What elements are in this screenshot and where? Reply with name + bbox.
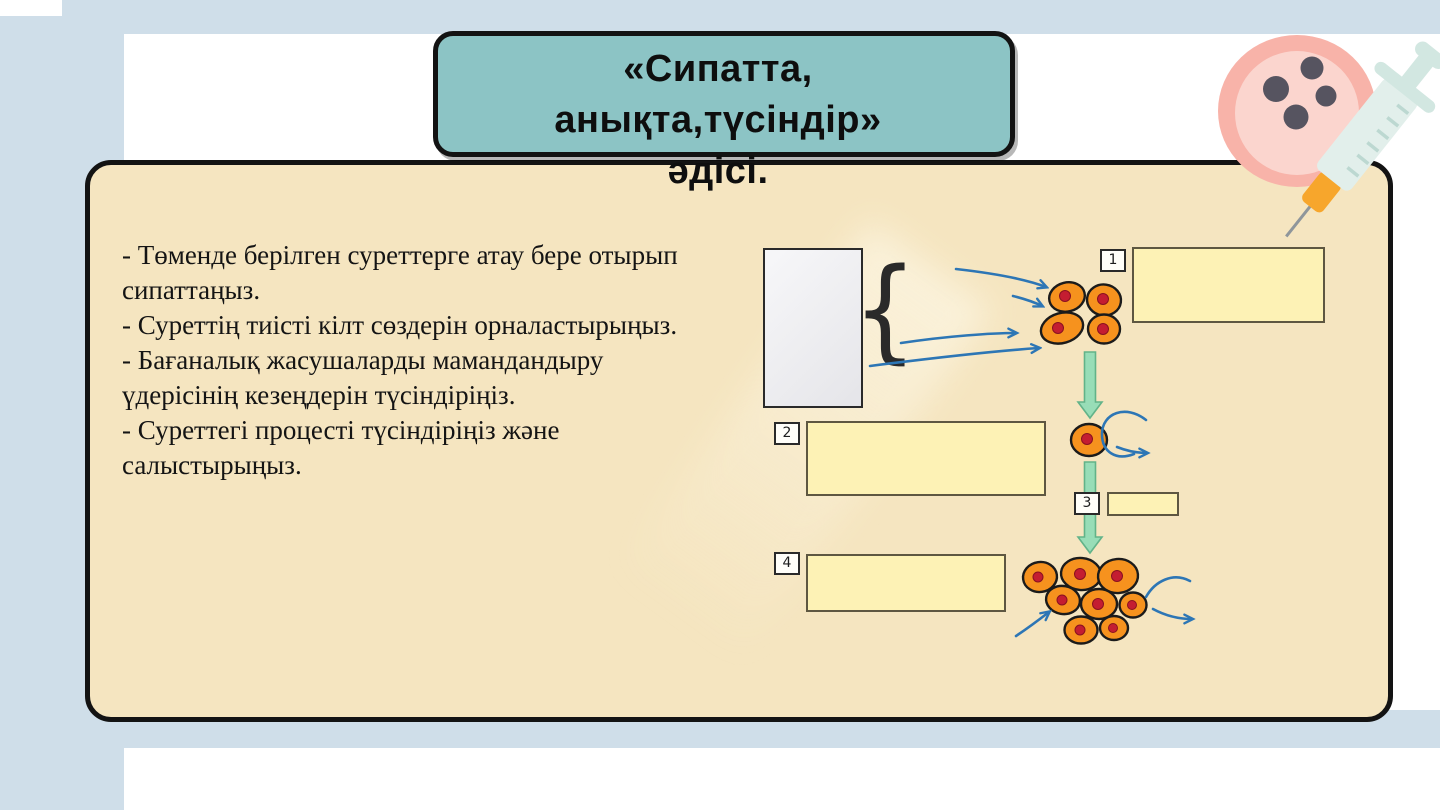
step-number-1: 1 [1100, 249, 1126, 272]
background-top-band [0, 0, 1440, 34]
instruction-item: - Бағаналық жасушаларды мамандандыру үде… [122, 345, 604, 410]
answer-box-1 [1132, 247, 1325, 323]
key-terms-box [763, 248, 863, 408]
background-corner-notch [0, 0, 62, 16]
instruction-item: - Суреттегі процесті түсіндіріңіз және с… [122, 415, 560, 480]
instruction-item: - Суреттің тиісті кілт сөздерін орналаст… [122, 310, 678, 340]
slide-title: «Сипатта, анықта,түсіндір» әдісі. [554, 48, 882, 192]
answer-box-2 [806, 421, 1046, 496]
curly-brace: { [853, 245, 918, 375]
answer-box-4 [806, 554, 1006, 612]
instruction-item: - Төменде берілген суреттерге атау бере … [122, 240, 678, 305]
answer-box-3 [1107, 492, 1179, 516]
step-number-4: 4 [774, 552, 800, 575]
task-instructions: - Төменде берілген суреттерге атау бере … [122, 238, 742, 483]
step-number-2: 2 [774, 422, 800, 445]
step-number-3: 3 [1074, 492, 1100, 515]
title-box [433, 31, 1015, 157]
